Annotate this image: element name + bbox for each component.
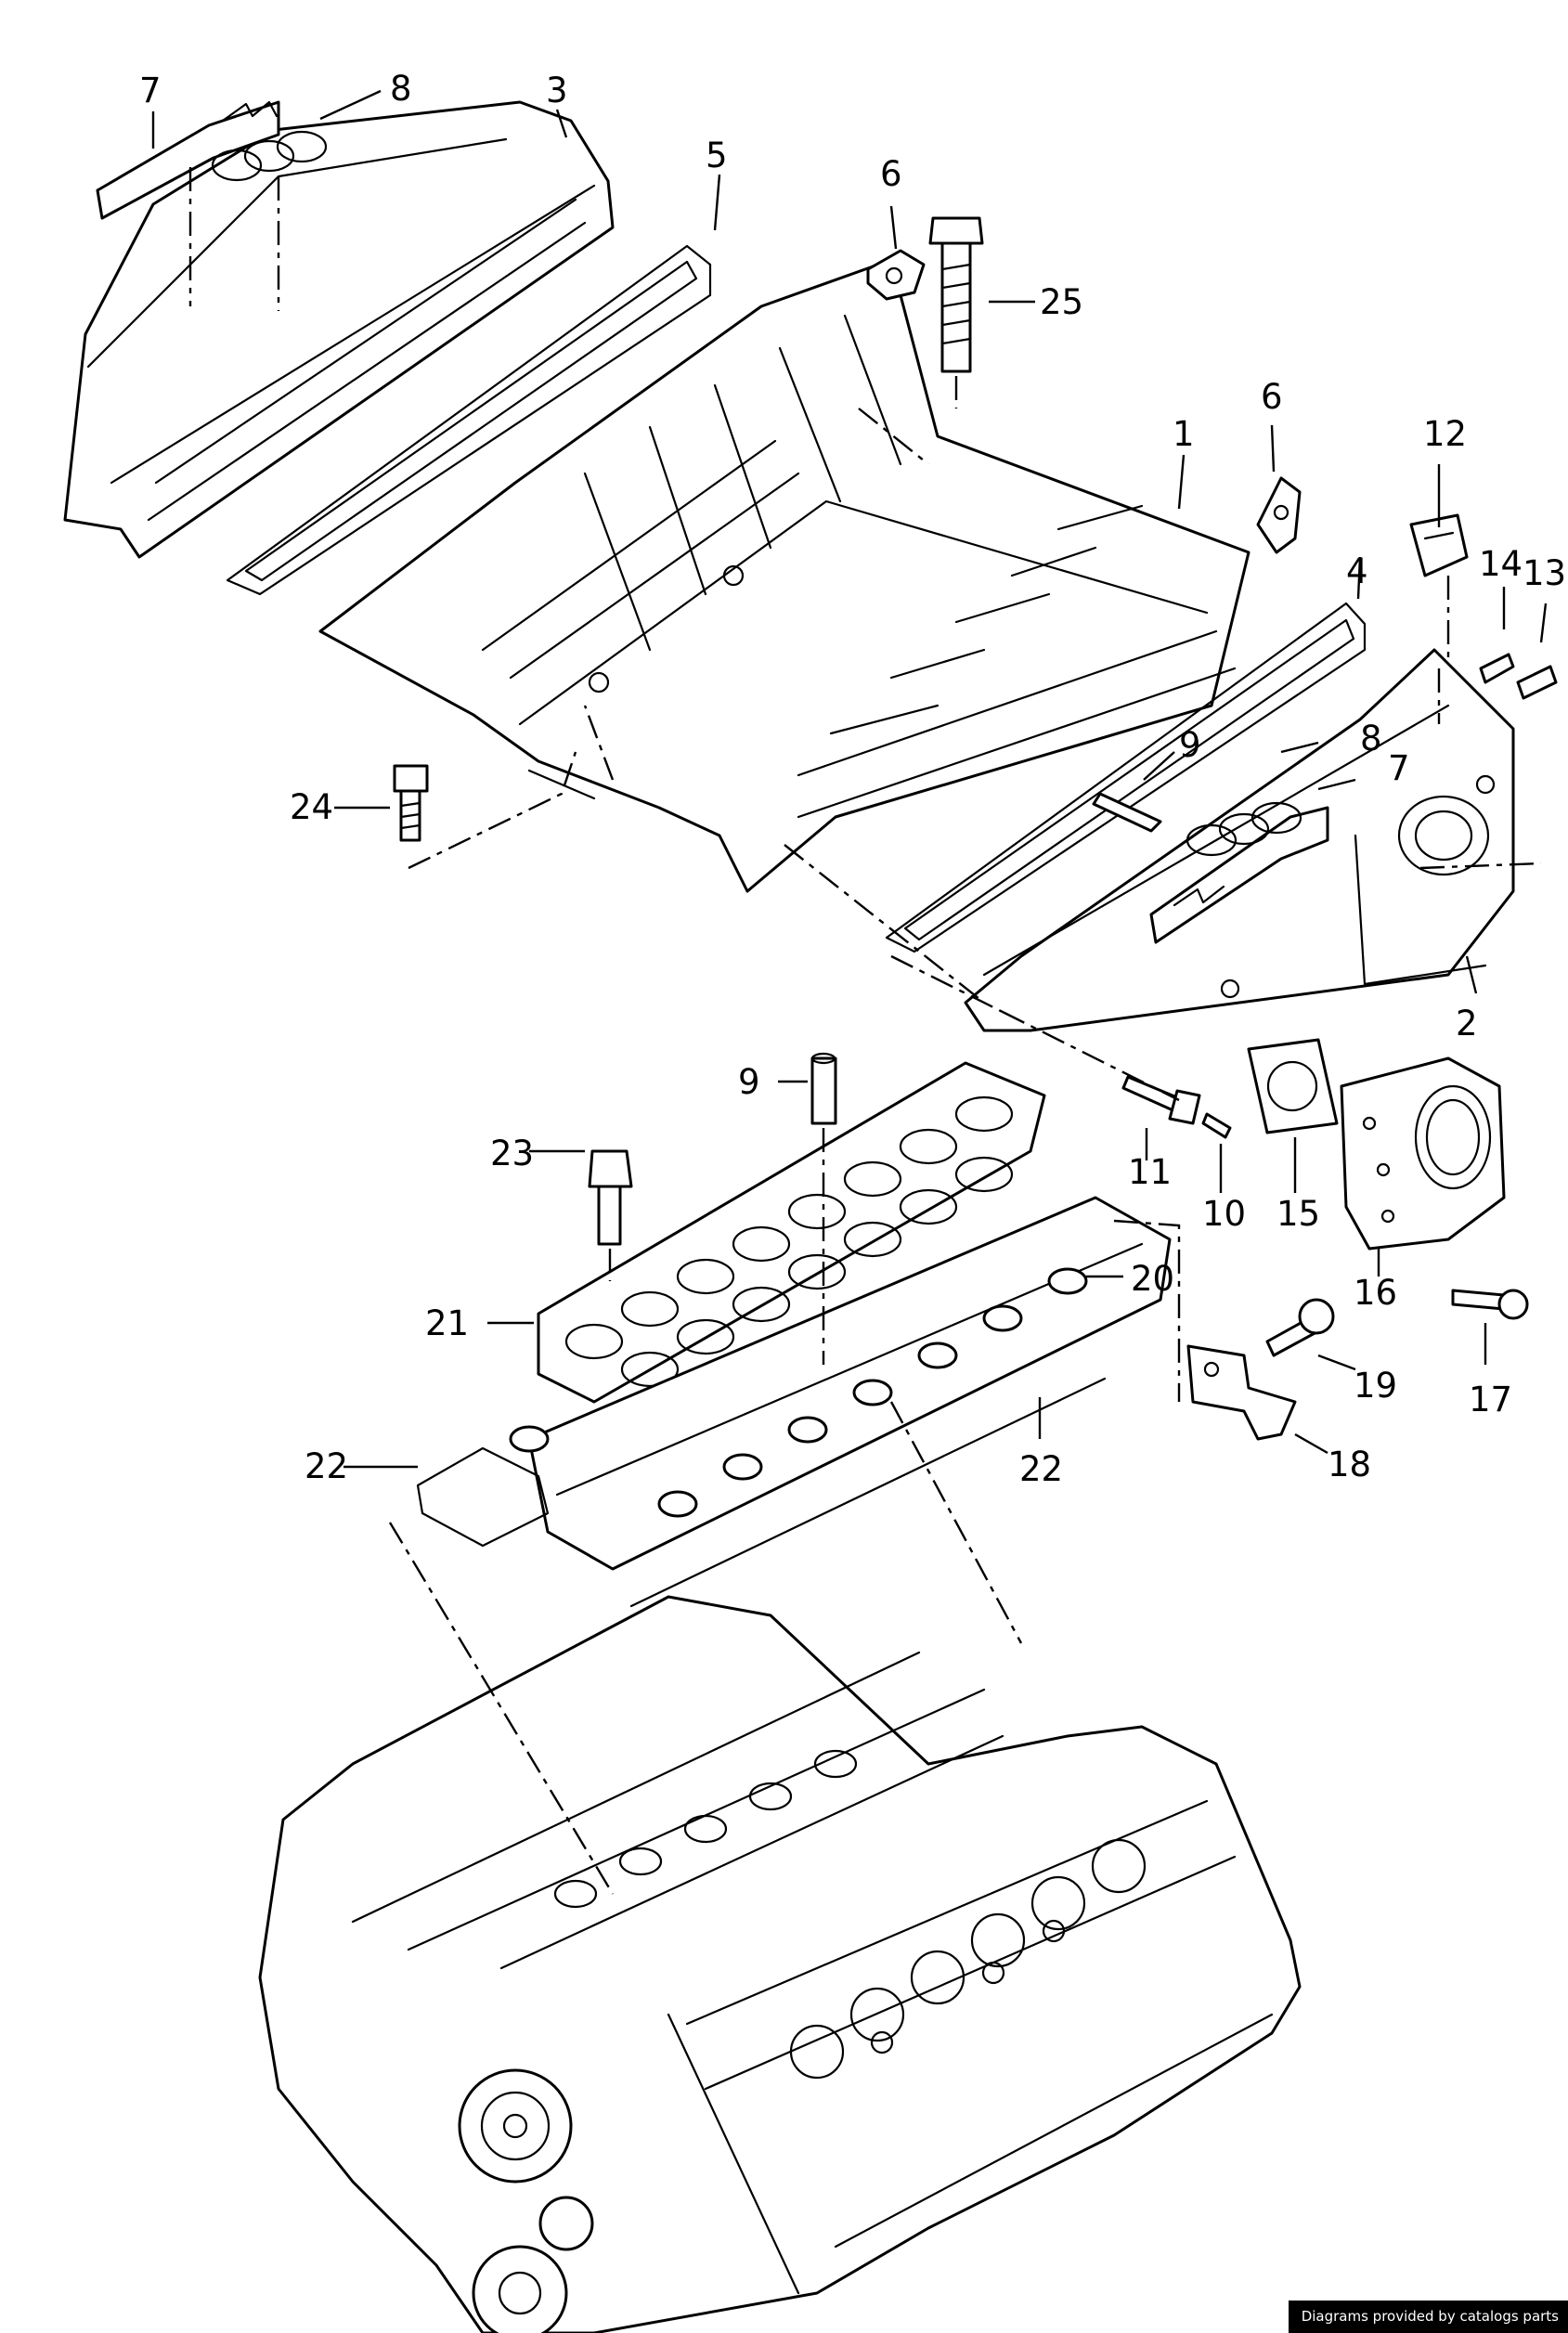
bolt-25: [928, 216, 984, 408]
right-manifold-gasket: [885, 602, 1367, 953]
pin-9-lower: [810, 1052, 837, 1125]
right-manifold-cover: [964, 648, 1515, 1032]
assembly-lines: [388, 408, 1542, 1895]
callout-7-right: 7: [1388, 748, 1410, 788]
callout-9-lower: 9: [738, 1062, 760, 1102]
callout-18: 18: [1328, 1445, 1371, 1484]
callout-10: 10: [1202, 1194, 1246, 1234]
left-cover-gasket: [226, 244, 712, 596]
callout-5: 5: [706, 136, 728, 175]
bolt-19: [1265, 1298, 1335, 1357]
gasket-22: [416, 1377, 1107, 1608]
stud-14: [1479, 653, 1515, 684]
stud-13: [1516, 665, 1558, 700]
gasket-15: [1247, 1038, 1339, 1134]
callout-2: 2: [1456, 1004, 1478, 1043]
diagram-credit: Diagrams provided by catalogs parts: [1288, 2301, 1568, 2333]
pin-9-top: [1092, 792, 1162, 833]
upper-gasket-21: [537, 1061, 1046, 1404]
mount-bracket-6-top: [866, 249, 926, 301]
cap-12: [1409, 513, 1469, 577]
callout-3: 3: [546, 71, 568, 110]
intake-manifold: [318, 258, 1251, 893]
callout-22-right: 22: [1019, 1449, 1063, 1489]
bolt-24: [393, 764, 429, 842]
callout-12: 12: [1423, 414, 1467, 454]
callout-25: 25: [1040, 282, 1083, 322]
leader-lines: [151, 89, 1548, 1469]
callout-19: 19: [1354, 1366, 1397, 1406]
callout-1: 1: [1173, 414, 1195, 454]
callout-8-left: 8: [390, 69, 412, 109]
emblem-trim-left: [96, 100, 328, 311]
callout-16: 16: [1354, 1273, 1397, 1313]
callout-20: 20: [1131, 1259, 1174, 1299]
emblem-trim-right: [1149, 801, 1329, 944]
callout-23: 23: [490, 1134, 534, 1173]
callout-6-right: 6: [1261, 377, 1283, 417]
callout-6-top: 6: [880, 154, 902, 194]
callout-22-left: 22: [305, 1446, 348, 1486]
engine-block: [258, 1595, 1302, 2333]
bolt-17: [1451, 1289, 1529, 1320]
callout-9-top: 9: [1179, 725, 1201, 765]
callout-13: 13: [1523, 553, 1566, 593]
callout-8-right: 8: [1360, 719, 1382, 758]
bolt-23: [588, 1149, 633, 1246]
seal-rings-20: [509, 1267, 1088, 1518]
mount-bracket-6-right: [1256, 476, 1302, 554]
bracket-18: [1186, 1344, 1297, 1441]
throttle-body-16: [1340, 1056, 1506, 1251]
callout-7-left: 7: [139, 71, 162, 110]
bolt-11: [1121, 1075, 1201, 1125]
callout-14: 14: [1479, 544, 1523, 584]
callout-4: 4: [1346, 551, 1368, 591]
spacer-block: [527, 1196, 1172, 1571]
callout-15: 15: [1276, 1194, 1320, 1234]
pin-10: [1201, 1112, 1232, 1139]
callout-21: 21: [425, 1303, 469, 1343]
callout-11: 11: [1128, 1152, 1172, 1192]
callout-labels: 7 8 3 5 6 25 6 1 12 14 13 4 9 8 7 24 2 9…: [139, 69, 1566, 1489]
left-manifold-cover: [63, 100, 615, 559]
callout-24: 24: [290, 787, 333, 827]
callout-17: 17: [1469, 1380, 1512, 1419]
